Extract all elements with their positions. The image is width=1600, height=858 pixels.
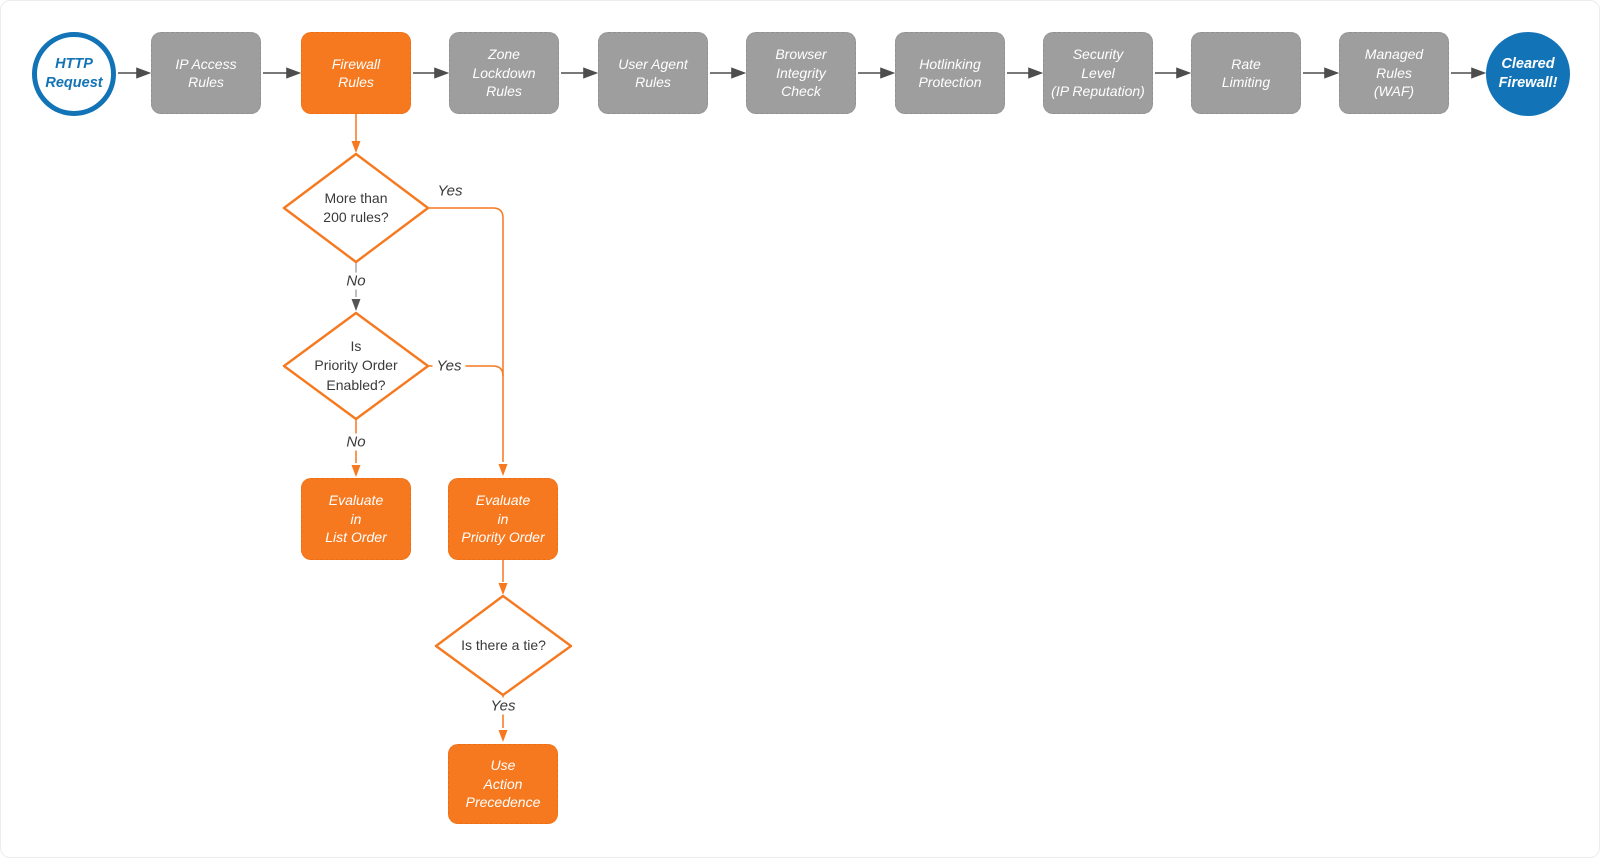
diamond-more-than-200-rules [282,152,430,264]
connector-d2-yes [428,365,504,377]
node-evaluate-in-list-order: Evaluate in List Order [301,478,411,560]
arrowhead-icon [880,67,896,79]
node-http-request: HTTP Request [32,32,116,116]
arrowhead-icon [351,465,361,477]
edge-label-d1-no: No [342,272,370,290]
pipeline-connectors [118,67,1487,79]
node-hotlinking-protection: Hotlinking Protection [895,32,1005,114]
edge-label-d3-yes: Yes [486,697,520,715]
branch-arrowheads [351,141,508,742]
arrowhead-icon [136,67,152,79]
arrowhead-icon [498,583,508,595]
arrowhead-icon [1176,67,1192,79]
arrowhead-icon [286,67,302,79]
arrowhead-icon [351,299,361,311]
node-zone-lockdown-rules: Zone Lockdown Rules [449,32,559,114]
decision-is-there-a-tie-label: Is there a tie? [461,636,546,653]
edge-label-d1-yes: Yes [433,182,467,200]
decision-priority-order-enabled-label: Is Priority Order Enabled? [314,338,398,393]
arrowhead-icon [498,464,508,476]
arrowhead-icon [1471,67,1487,79]
edge-label-d2-yes: Yes [432,357,466,375]
node-evaluate-in-priority-order: Evaluate in Priority Order [448,478,558,560]
arrowhead-icon [434,67,450,79]
connector-d1-yes [428,207,504,462]
node-user-agent-rules: User Agent Rules [598,32,708,114]
arrowhead-icon [1028,67,1044,79]
arrowhead-icon [498,730,508,742]
node-browser-integrity-check: Browser Integrity Check [746,32,856,114]
edge-label-d2-no: No [342,433,370,451]
arrowhead-icon [583,67,599,79]
node-use-action-precedence: Use Action Precedence [448,744,558,824]
node-rate-limiting: Rate Limiting [1191,32,1301,114]
diamond-is-there-a-tie [434,594,573,697]
arrowhead-icon [351,141,361,153]
node-ip-access-rules: IP Access Rules [151,32,261,114]
decision-more-than-200-rules-label: More than 200 rules? [323,189,389,225]
node-firewall-rules: Firewall Rules [301,32,411,114]
node-security-level: Security Level (IP Reputation) [1043,32,1153,114]
arrowhead-icon [1324,67,1340,79]
diamond-priority-order-enabled [282,311,430,421]
node-cleared-firewall: Cleared Firewall! [1486,32,1570,116]
node-managed-rules-waf: Managed Rules (WAF) [1339,32,1449,114]
arrowhead-icon [731,67,747,79]
decision-diamonds [282,152,573,697]
